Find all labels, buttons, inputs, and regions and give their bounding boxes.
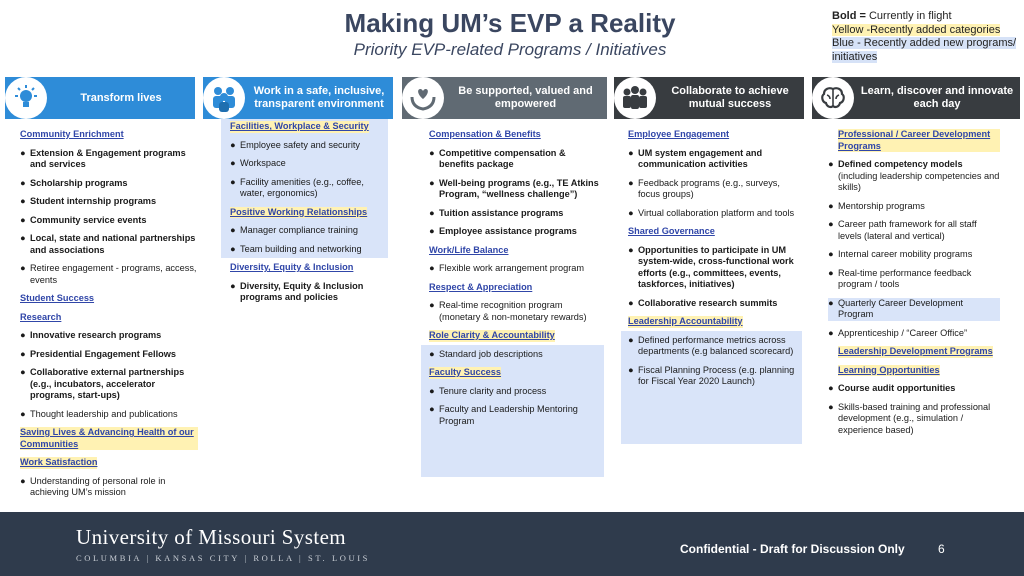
list-item: ●Diversity, Equity & Inclusion programs …: [230, 280, 364, 303]
header-label: Be supported, valued and empowered: [458, 85, 593, 110]
column-collaborate: Employee Engagement ●UM system engagemen…: [628, 129, 800, 395]
section-learning-opportunities: Learning Opportunities: [838, 364, 940, 376]
list-item: ●Defined competency models: [828, 159, 963, 169]
page-number: 6: [938, 542, 945, 556]
header-label: Collaborate to achieve mutual success: [671, 85, 789, 110]
column-supported: Compensation & Benefits ●Competitive com…: [429, 129, 601, 434]
section-student-success: Student Success: [20, 293, 95, 303]
list-item: ●Workspace: [230, 158, 286, 168]
people-group-icon: [203, 77, 245, 119]
university-wordmark: University of Missouri System: [76, 525, 347, 549]
legend-bold-key: Bold =: [832, 10, 866, 22]
list-item: ●Real-time recognition program (monetary…: [429, 300, 587, 322]
list-item: ●Collaborative research summits: [628, 297, 778, 308]
list-item: ●Presidential Engagement Fellows: [20, 348, 177, 359]
list-item: ●Faculty and Leadership Mentoring Progra…: [429, 404, 578, 426]
page-subtitle: Priority EVP-related Programs / Initiati…: [353, 40, 667, 59]
list-item: ●Innovative research programs: [20, 330, 162, 340]
list-item: ●Quarterly Career Development Program: [828, 297, 1000, 321]
section-research: Research: [20, 311, 62, 322]
list-item: ●Skills-based training and professional …: [828, 401, 991, 435]
section-facilities: Facilities, Workplace & Security: [230, 121, 369, 133]
list-item: ●Mentorship programs: [828, 200, 925, 211]
list-item: ●Understanding of personal role in achie…: [20, 475, 166, 498]
section-work-satisfaction: Work Satisfaction: [20, 457, 98, 469]
legend-bold-desc: Currently in flight: [865, 10, 952, 22]
column-learn: Professional / Career Development Progra…: [828, 129, 1000, 443]
list-item: ●Retiree engagement - programs, access, …: [20, 263, 197, 285]
header-transform-lives: Transform lives: [5, 77, 195, 119]
brain-icon: [812, 77, 854, 119]
list-item: ●Student internship programs: [20, 196, 157, 206]
section-community-enrichment: Community Enrichment: [20, 129, 124, 139]
header-label: Transform lives: [80, 91, 162, 104]
list-item: ●Extension & Engagement programs and ser…: [20, 147, 186, 170]
section-work-life: Work/Life Balance: [429, 244, 509, 255]
list-item: ●Scholarship programs: [20, 177, 128, 188]
header-learn: Learn, discover and innovate each day: [812, 77, 1020, 119]
confidential-notice: Confidential - Draft for Discussion Only: [680, 542, 905, 556]
list-item: ●Employee safety and security: [230, 139, 361, 150]
list-item: ●Standard job descriptions: [429, 348, 543, 359]
list-item: ●Course audit opportunities: [828, 383, 956, 393]
header-label: Work in a safe, inclusive, transparent e…: [253, 85, 385, 110]
section-compensation: Compensation & Benefits: [429, 129, 541, 139]
list-item: ●Defined performance metrics across depa…: [628, 334, 794, 357]
list-item: ●Fiscal Planning Process (e.g. planning …: [628, 364, 795, 387]
section-employee-engagement: Employee Engagement: [628, 129, 730, 139]
list-item: ●Virtual collaboration platform and tool…: [628, 207, 795, 218]
lightbulb-icon: [5, 77, 47, 119]
list-item: ●Career path framework for all staff lev…: [828, 219, 977, 241]
legend: Bold = Currently in flight Yellow -Recen…: [832, 10, 1024, 64]
panel-col2-top: [221, 119, 388, 258]
legend-blue: Blue - Recently added new programs/ init…: [832, 37, 1017, 63]
section-career-development: Professional / Career Development Progra…: [838, 129, 1000, 152]
hands-heart-icon: [402, 77, 444, 119]
list-item-detail: (including leadership competencies and s…: [838, 170, 1000, 193]
header-collaborate: Collaborate to achieve mutual success: [614, 77, 804, 119]
header-supported: Be supported, valued and empowered: [402, 77, 607, 119]
header-label: Learn, discover and innovate each day: [860, 85, 1014, 110]
list-item: ●Flexible work arrangement program: [429, 263, 585, 273]
section-role-clarity: Role Clarity & Accountability: [429, 330, 555, 342]
list-item: ●Facility amenities (e.g., coffee, water…: [230, 176, 364, 199]
list-item: ●Team building and networking: [230, 243, 362, 254]
list-item: ●Local, state and national partnerships …: [20, 233, 196, 255]
list-item: ●Manager compliance training: [230, 225, 358, 235]
column-transform-lives: Community Enrichment ●Extension & Engage…: [20, 129, 198, 506]
column-safe-environment: Facilities, Workplace & Security ●Employ…: [230, 121, 385, 311]
list-item: ●Employee assistance programs: [429, 226, 577, 236]
list-item: ●UM system engagement and communication …: [628, 147, 763, 170]
section-leadership-development: Leadership Development Programs: [838, 346, 993, 358]
list-item: ●Thought leadership and publications: [20, 408, 178, 419]
team-icon: [614, 77, 656, 119]
section-dei: Diversity, Equity & Inclusion: [230, 262, 354, 272]
panel-col4-bottom: [621, 331, 802, 444]
list-item: ●Well-being programs (e.g., TE Atkins Pr…: [429, 177, 599, 200]
list-item: ●Real-time performance feedback program …: [828, 267, 972, 290]
section-faculty-success: Faculty Success: [429, 367, 502, 379]
section-saving-lives: Saving Lives & Advancing Health of our C…: [20, 427, 198, 450]
section-leadership-accountability: Leadership Accountability: [628, 316, 743, 328]
list-item: ●Feedback programs (e.g., surveys, focus…: [628, 177, 780, 200]
list-item: ●Collaborative external partnerships (e.…: [20, 367, 185, 400]
list-item: ●Apprenticeship / “Career Office”: [828, 327, 968, 338]
list-item: ●Tenure clarity and process: [429, 385, 547, 396]
section-shared-governance: Shared Governance: [628, 226, 715, 236]
list-item: ●Community service events: [20, 214, 147, 225]
list-item: ●Competitive compensation & benefits pac…: [429, 147, 566, 170]
header-safe-environment: Work in a safe, inclusive, transparent e…: [203, 77, 393, 119]
page-title: Making UM’s EVP a Reality: [344, 8, 676, 38]
section-positive-relationships: Positive Working Relationships: [230, 206, 368, 218]
list-item: ●Internal career mobility programs: [828, 249, 973, 259]
section-respect: Respect & Appreciation: [429, 281, 533, 292]
list-item: ●Tuition assistance programs: [429, 207, 564, 218]
legend-yellow: Yellow -Recently added categories: [832, 23, 1001, 36]
list-item: ●Opportunities to participate in UM syst…: [628, 244, 794, 290]
campus-list: COLUMBIA | KANSAS CITY | ROLLA | ST. LOU…: [76, 553, 370, 563]
footer-bar: [0, 512, 1024, 576]
